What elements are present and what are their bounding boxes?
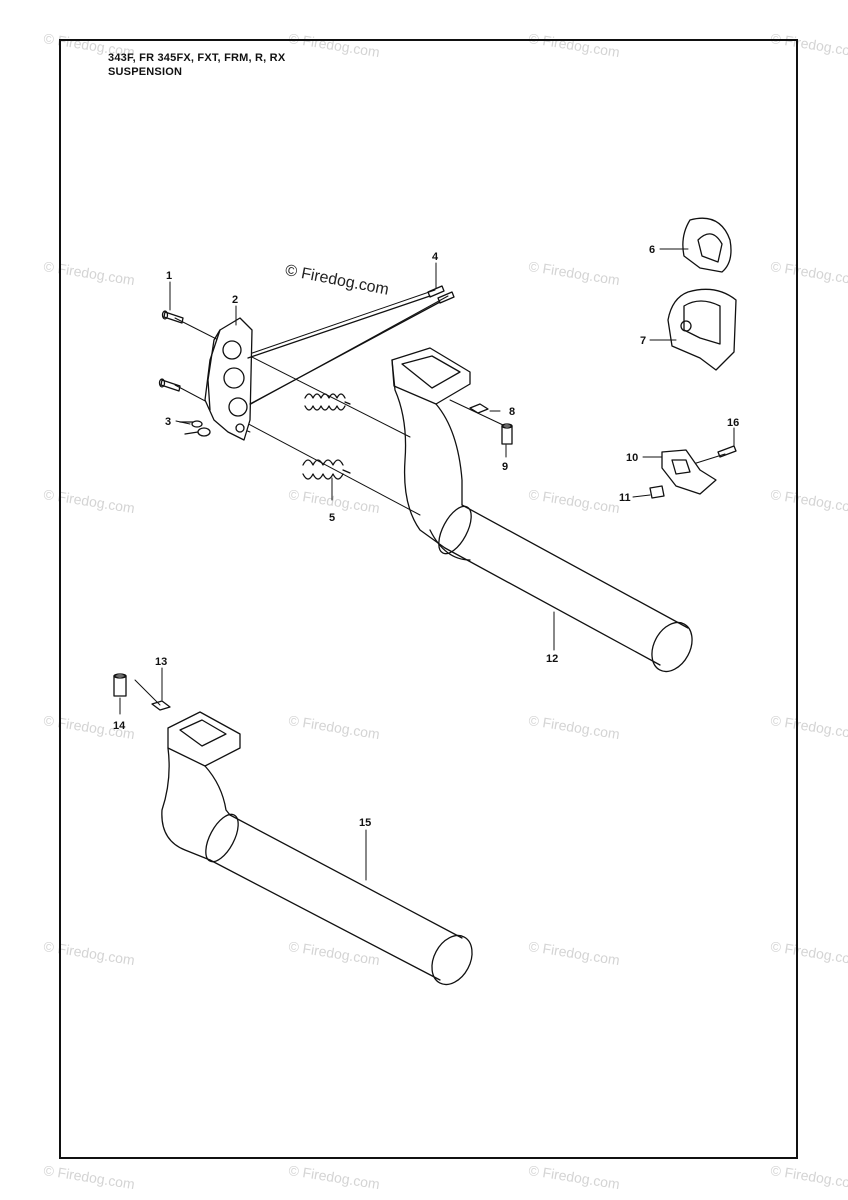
callout-11: 11 [619, 492, 631, 504]
header-models: 343F, FR 345FX, FXT, FRM, R, RX [108, 52, 286, 64]
part-7-clamp [667, 288, 737, 371]
part-13-nut [151, 700, 171, 711]
callout-6: 6 [649, 244, 655, 256]
part-14-sleeve [113, 673, 127, 697]
part-6-clamp [682, 217, 732, 273]
callout-4: 4 [432, 251, 439, 263]
callout-12: 12 [546, 653, 558, 665]
callout-3: 3 [165, 416, 171, 428]
diagram-frame [59, 39, 798, 1159]
callout-8: 8 [509, 406, 515, 418]
part-16-screw [717, 445, 737, 458]
callout-16: 16 [727, 417, 739, 429]
callout-7: 7 [640, 335, 646, 347]
part-10-bracket [661, 449, 717, 495]
header-section: SUSPENSION [108, 66, 183, 78]
part-9-sleeve [501, 423, 513, 445]
callout-1: 1 [166, 270, 172, 282]
callout-5: 5 [329, 512, 335, 524]
part-11-nut [649, 485, 665, 499]
part-12-handle [391, 347, 693, 673]
callout-14: 14 [113, 720, 126, 732]
callout-10: 10 [626, 452, 638, 464]
callout-9: 9 [502, 461, 508, 473]
part-4-screws [247, 285, 455, 405]
callout-15: 15 [359, 817, 371, 829]
callout-2: 2 [232, 294, 238, 306]
part-8-nut [469, 403, 489, 414]
callout-13: 13 [155, 656, 167, 668]
part-2-bracket [204, 317, 253, 441]
part-1-bolt [158, 310, 184, 392]
part-15-handle [161, 711, 473, 986]
part-5-springs [302, 393, 351, 480]
